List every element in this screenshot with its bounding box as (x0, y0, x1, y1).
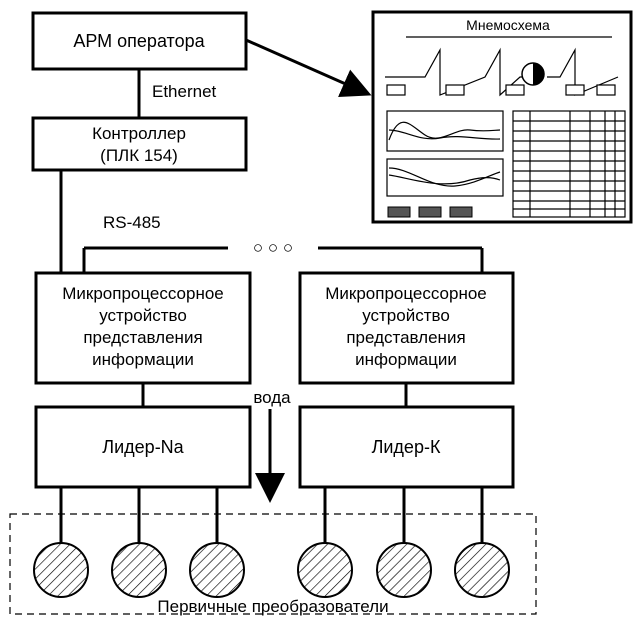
analyzer-k-label: Лидер-К (372, 437, 441, 457)
sensor-5 (376, 542, 432, 598)
mimic-trend-chart-2 (386, 158, 504, 197)
sensors-label: Первичные преобразователи (157, 597, 388, 616)
sensor-4 (297, 542, 353, 598)
display-unit-left: Микропроцессорное устройство представлен… (34, 271, 252, 385)
mimic-indicators (386, 84, 616, 96)
sensor-zone (9, 513, 537, 615)
arm-operator-box: АРМ оператора (31, 11, 248, 71)
mimic-panel: Мнемосхема (371, 10, 633, 224)
controller-box: Контроллер (ПЛК 154) (31, 116, 248, 172)
sensor-leads (59, 487, 484, 543)
display-unit-right-line2: устройство (362, 306, 450, 325)
mimic-valve-fill (533, 63, 544, 85)
ethernet-label: Ethernet (152, 82, 217, 101)
display-unit-left-line2: устройство (99, 306, 187, 325)
sensor-1 (33, 542, 89, 598)
controller-label-line2: (ПЛК 154) (100, 146, 178, 165)
mimic-process-line-2 (547, 47, 619, 96)
water-label: вода (253, 388, 291, 407)
display-unit-right: Микропроцессорное устройство представлен… (298, 271, 515, 385)
rs485-ellipsis: ○ ○ ○ (253, 238, 293, 257)
analyzer-k-box: Лидер-К (298, 405, 515, 489)
rs485-label: RS-485 (103, 213, 161, 232)
display-unit-left-line4: информации (92, 350, 194, 369)
arm-to-mimic-arrow (245, 38, 372, 98)
sensor-2 (111, 542, 167, 598)
mimic-buttons (387, 206, 473, 218)
display-unit-left-line1: Микропроцессорное (62, 284, 224, 303)
analyzer-na-box: Лидер-Na (34, 405, 252, 489)
mimic-process-line (385, 47, 533, 97)
display-unit-right-line3: представления (346, 328, 465, 347)
display-unit-right-line1: Микропроцессорное (325, 284, 487, 303)
display-unit-left-line3: представления (83, 328, 202, 347)
mimic-title: Мнемосхема (466, 17, 550, 33)
sensor-circles (33, 542, 510, 598)
analyzer-na-label: Лидер-Na (102, 437, 184, 457)
sensor-3 (189, 542, 245, 598)
arm-operator-label: АРМ оператора (73, 31, 205, 51)
mimic-trend-chart-1 (386, 110, 504, 152)
mimic-data-table (512, 110, 626, 218)
display-unit-right-line4: информации (355, 350, 457, 369)
sensor-6 (454, 542, 510, 598)
controller-label-line1: Контроллер (92, 124, 186, 143)
